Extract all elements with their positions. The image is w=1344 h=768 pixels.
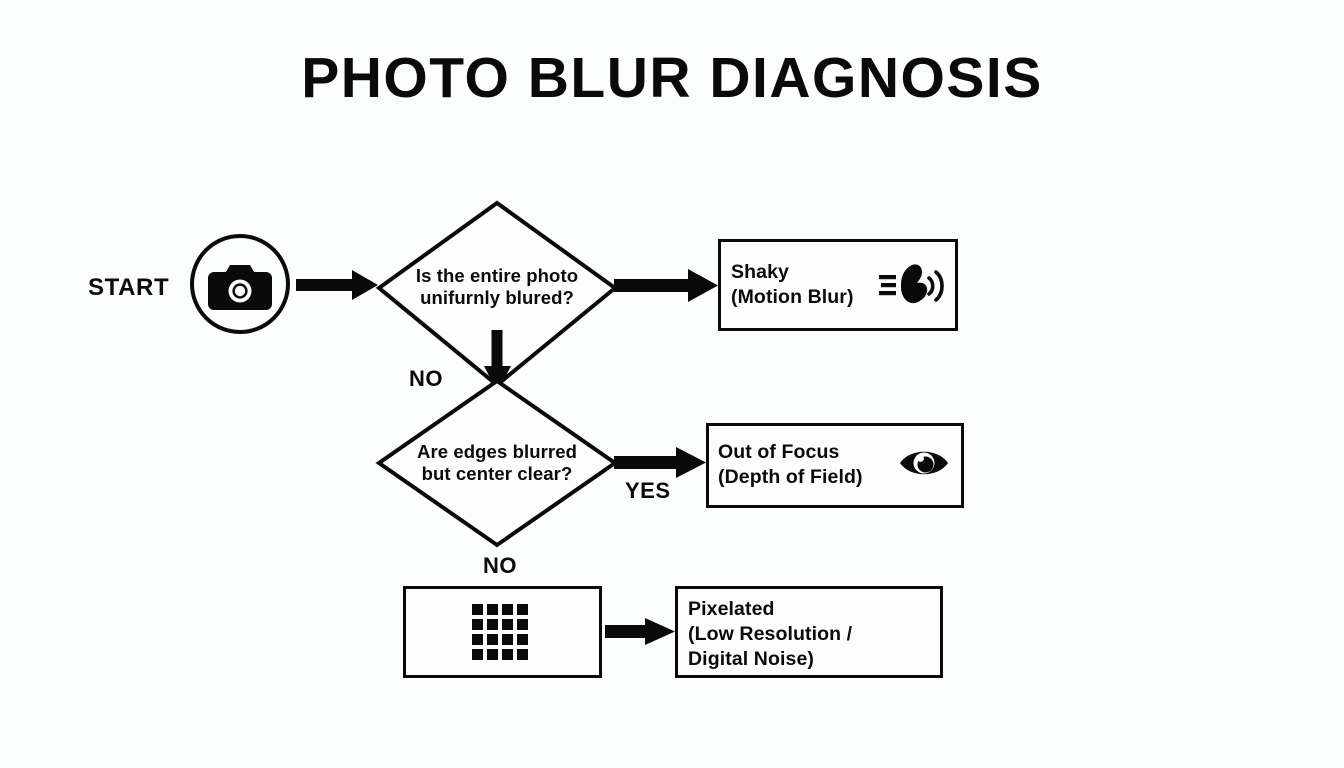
outcome-out-of-focus-title: Out of Focus bbox=[718, 441, 840, 463]
decision1-line1: Is the entire photo bbox=[415, 265, 579, 286]
motion-blur-icon bbox=[879, 258, 945, 310]
arrow-decision1-to-shaky bbox=[614, 269, 718, 302]
outcome-pixelated-box[interactable] bbox=[675, 586, 943, 678]
edge-label-no-first: NO bbox=[409, 366, 443, 391]
pixel-grid-icon bbox=[472, 604, 530, 662]
outcome-pixelated-title: Pixelated bbox=[688, 598, 775, 620]
edge-label-yes-second: YES bbox=[625, 478, 671, 503]
arrow-pixelbox-to-pixelated bbox=[605, 618, 675, 645]
decision1-line2: unifurnly blured? bbox=[420, 287, 574, 309]
outcome-shaky-label: Shaky (Motion Blur) bbox=[731, 260, 881, 310]
outcome-out-of-focus-label: Out of Focus (Depth of Field) bbox=[718, 440, 903, 490]
outcome-shaky-subtitle: (Motion Blur) bbox=[731, 285, 854, 308]
camera-icon bbox=[208, 262, 272, 312]
outcome-pixelated-subtitle-1: (Low Resolution / bbox=[688, 622, 853, 645]
page-title: PHOTO BLUR DIAGNOSIS bbox=[301, 46, 1043, 110]
edge-label-no-second: NO bbox=[483, 553, 517, 578]
decision-edges-blurred-label: Are edges blurred but center clear? bbox=[387, 441, 607, 485]
arrow-decision2-to-out-of-focus bbox=[614, 447, 706, 478]
start-label: START bbox=[88, 274, 170, 301]
eye-icon bbox=[898, 444, 950, 482]
outcome-pixelated-subtitle-2: Digital Noise) bbox=[688, 647, 814, 670]
arrow-start-to-decision1 bbox=[296, 270, 378, 300]
decision2-line2: but center clear? bbox=[421, 463, 573, 485]
start-node[interactable] bbox=[190, 234, 290, 334]
outcome-pixelated-label: Pixelated (Low Resolution / Digital Nois… bbox=[688, 597, 928, 672]
pixel-grid-box[interactable] bbox=[403, 586, 602, 678]
outcome-out-of-focus-subtitle: (Depth of Field) bbox=[718, 465, 863, 488]
decision-uniform-blur-label: Is the entire photo unifurnly blured? bbox=[387, 265, 607, 309]
outcome-shaky-title: Shaky bbox=[731, 261, 789, 283]
decision2-line1: Are edges blurred bbox=[416, 441, 578, 462]
decision-edges-blurred-shape bbox=[375, 378, 619, 548]
